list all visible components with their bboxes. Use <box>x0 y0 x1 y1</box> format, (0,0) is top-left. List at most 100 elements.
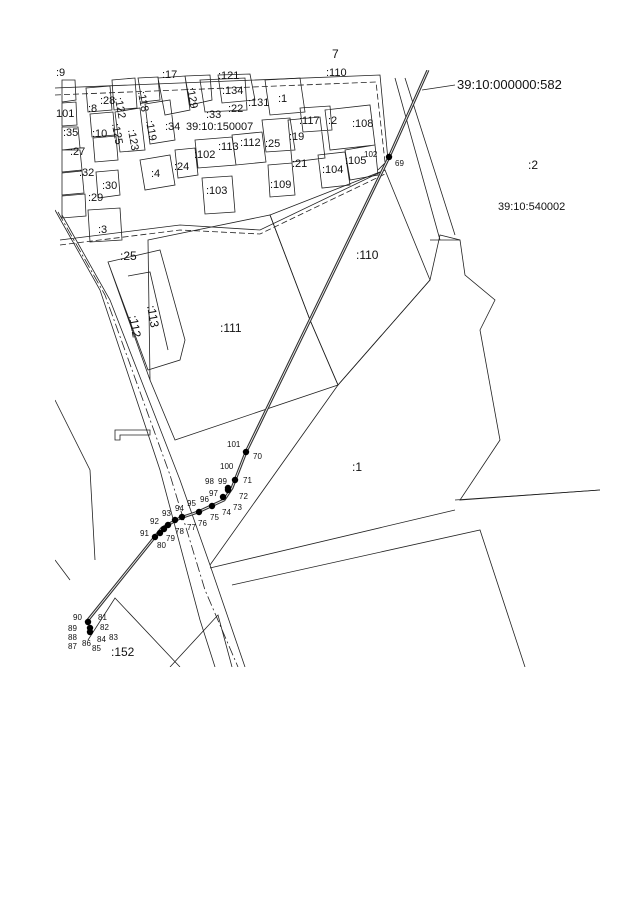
survey-point-label: 87 <box>68 642 77 651</box>
parcel-label: :108 <box>352 118 373 130</box>
survey-point-label: 73 <box>233 503 242 512</box>
parcel-label: :104 <box>322 164 343 176</box>
parcel-label: :27 <box>70 146 85 158</box>
parcel-label: :1 <box>278 93 287 105</box>
parcel-112-113 <box>107 249 186 381</box>
survey-point-marker <box>195 508 203 516</box>
parcel-label: :9 <box>56 67 65 79</box>
survey-point-label: 93 <box>162 509 171 518</box>
callout-leader <box>421 84 456 91</box>
survey-point-label: 75 <box>210 513 219 522</box>
survey-point-label: 71 <box>243 476 252 485</box>
survey-point-label: 95 <box>187 499 196 508</box>
survey-point-label: 97 <box>209 489 218 498</box>
survey-point-marker <box>219 493 227 501</box>
parcel-label: :17 <box>162 69 177 81</box>
survey-point-marker <box>231 476 239 484</box>
parcel-label: :122 <box>112 96 128 119</box>
survey-point-marker <box>164 521 172 529</box>
parcel-label: :102 <box>194 149 215 161</box>
survey-point-marker <box>242 448 250 456</box>
survey-point-label: 89 <box>68 624 77 633</box>
road-edge <box>55 209 216 667</box>
parcel-label: :112 <box>240 137 261 149</box>
parcel-152 <box>87 597 181 667</box>
parcel-label: :123 <box>125 128 141 151</box>
parcel-label: :30 <box>102 180 117 192</box>
survey-point-label: 74 <box>222 508 231 517</box>
survey-point-label: 102 <box>364 150 378 159</box>
block-boundary <box>55 74 389 241</box>
road-dashed-main <box>57 211 239 667</box>
parcel-label: :152 <box>111 645 135 659</box>
survey-point-label: 92 <box>150 517 159 526</box>
parcel-label: :25 <box>265 138 280 150</box>
survey-point-label: 99 <box>218 477 227 486</box>
survey-point-label: 85 <box>92 644 101 653</box>
parcel-label: :109 <box>270 179 291 191</box>
survey-point-marker <box>224 486 232 494</box>
road-edge <box>61 214 246 667</box>
parcel-label: :25 <box>120 249 137 263</box>
survey-point-label: 79 <box>166 534 175 543</box>
parcel-label: :112 <box>126 314 144 339</box>
parcel-label: :121 <box>218 70 239 82</box>
survey-point-marker <box>171 516 179 524</box>
parcel-111 <box>147 214 339 441</box>
road-dashed <box>55 81 386 163</box>
survey-point-label: 81 <box>98 613 107 622</box>
parcel-label: :10 <box>92 128 107 140</box>
parcel-label: :32 <box>79 167 94 179</box>
survey-point-label: 94 <box>175 504 184 513</box>
parcel-label: :117 <box>299 115 320 127</box>
survey-point-label: 98 <box>205 477 214 486</box>
survey-point-marker <box>385 153 393 161</box>
quarter-parcel-label: :2 <box>528 158 538 172</box>
parcel-label: :134 <box>222 85 243 97</box>
callout-cable-cadastral: 39:10:000000:582 <box>457 77 562 92</box>
parcel-label: :110 <box>326 67 347 79</box>
parcel-label: :111 <box>220 321 242 335</box>
parcel-label: :34 <box>165 121 180 133</box>
page-number: 7 <box>332 47 339 61</box>
survey-point-label: 100 <box>220 462 234 471</box>
parcel-label: :28 <box>100 95 115 107</box>
parcel-label: :131 <box>248 97 269 109</box>
survey-point-label: 69 <box>395 159 404 168</box>
survey-point-label: 91 <box>140 529 149 538</box>
top-parcel-labels: :9 :122 :118 :17 :121 :110 101 :8:28 :134 :129 :1:… <box>56 67 373 236</box>
parcel-label: 101 <box>56 108 74 120</box>
survey-point-marker <box>86 628 94 636</box>
parcel-label: :118 <box>135 90 150 112</box>
survey-point-marker <box>84 618 92 626</box>
parcel-label: :113 <box>218 141 239 153</box>
survey-point-label: 77 <box>187 523 196 532</box>
parcel-label: :4 <box>151 168 160 180</box>
parcel-label: :110 <box>356 248 379 262</box>
survey-point-label: 88 <box>68 633 77 642</box>
parcel-label: :103 <box>206 185 227 197</box>
survey-point-marker <box>160 525 168 533</box>
survey-point-marker <box>151 533 159 541</box>
parcel-label: :2 <box>328 115 337 127</box>
parcel-label: :29 <box>88 192 103 204</box>
parcel-label: :105 <box>345 155 366 167</box>
survey-point-label: 86 <box>82 639 91 648</box>
parcel-1 <box>209 234 600 566</box>
survey-point-label: 70 <box>253 452 262 461</box>
parcel-label: :21 <box>292 158 307 170</box>
parcel-east <box>430 239 600 501</box>
survey-point-label: 82 <box>100 623 109 632</box>
parcel-label: :125 <box>109 122 125 145</box>
survey-point-label: 72 <box>239 492 248 501</box>
road-edge <box>55 399 233 667</box>
survey-point-marker <box>156 529 164 537</box>
parcel-label: 39:10:150007 <box>186 121 253 133</box>
parcel-label: :8 <box>88 103 97 115</box>
parcel-label: :129 <box>184 86 200 109</box>
parcel-label: :3 <box>98 224 107 236</box>
parcel-label: :119 <box>143 119 158 141</box>
main-parcel-labels: :25:110:112:113:111:1:152 <box>111 248 379 659</box>
